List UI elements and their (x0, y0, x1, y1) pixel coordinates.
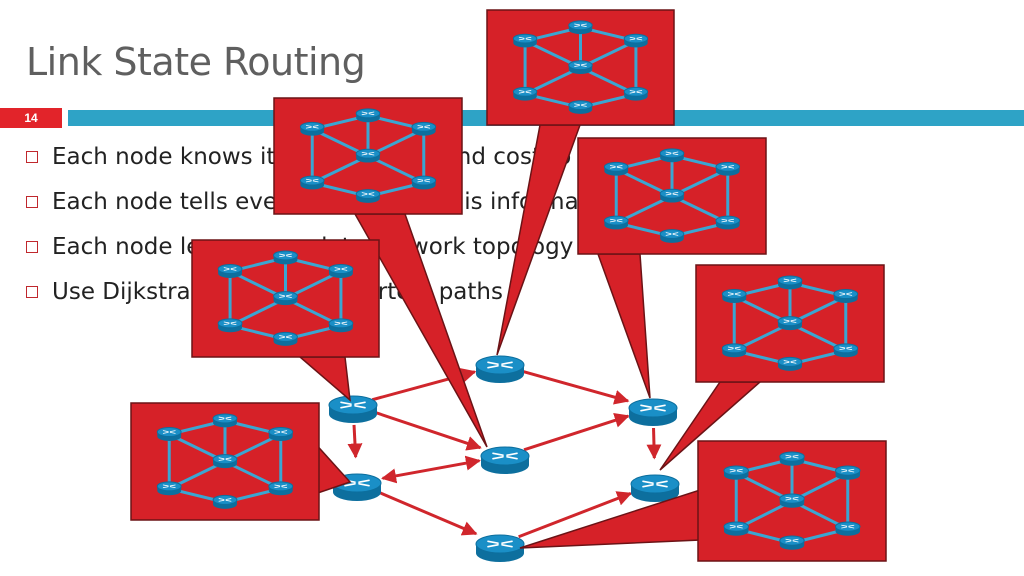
router-icon (835, 521, 861, 536)
slide-number: 14 (24, 111, 38, 125)
router-icon (212, 454, 238, 469)
router-icon (332, 473, 382, 501)
router-icon (723, 521, 749, 536)
router-icon (273, 331, 298, 346)
bullet-square-icon (26, 196, 38, 208)
router-icon (217, 318, 243, 333)
router-icon (268, 481, 294, 496)
network-link (518, 368, 630, 405)
topology-callout (130, 402, 352, 521)
router-icon (299, 175, 325, 190)
router-icon (475, 534, 525, 562)
topology-callouts (130, 9, 887, 562)
router-icon (779, 535, 805, 550)
topology-callout (659, 264, 885, 471)
router-icon (411, 175, 437, 190)
router-icon (212, 413, 238, 428)
router-icon (411, 121, 437, 136)
router-icon (623, 86, 649, 101)
router-icon (628, 398, 678, 426)
bullet-square-icon (26, 241, 38, 253)
topology-callout (519, 440, 887, 562)
router-icon (355, 108, 381, 123)
network-link (518, 491, 633, 539)
slide-title: Link State Routing (26, 40, 366, 84)
topology-callout (191, 239, 380, 402)
router-icon (568, 20, 593, 35)
router-icon (721, 343, 747, 358)
router-icon (328, 318, 354, 333)
bullet-square-icon (26, 286, 38, 298)
router-icon (721, 289, 747, 303)
router-icon (355, 148, 381, 163)
router-icon (603, 215, 629, 230)
bullet-square-icon (26, 151, 38, 163)
router-icon (273, 291, 298, 306)
router-icon (475, 355, 525, 383)
router-icon (723, 465, 749, 480)
router-icon (212, 494, 238, 509)
topology-callout (486, 9, 675, 356)
topology-callout (273, 97, 488, 448)
router-icon (268, 427, 294, 441)
router-icon (355, 189, 381, 203)
router-icon (156, 481, 182, 496)
network-link (523, 413, 630, 452)
router-icon (659, 188, 685, 203)
router-icon (328, 395, 378, 423)
router-icon (779, 493, 805, 508)
router-icon (777, 316, 803, 331)
slide-number-bar (0, 108, 62, 128)
router-icon (833, 343, 859, 358)
router-icon (273, 250, 298, 265)
router-icon (156, 427, 182, 441)
router-icon (779, 451, 805, 466)
network-link (374, 489, 478, 536)
router-icon (833, 289, 859, 303)
router-icon (568, 60, 593, 74)
network-link (381, 455, 481, 484)
router-icon (603, 161, 629, 176)
router-icon (715, 215, 741, 230)
network-link (646, 427, 662, 460)
network-link (347, 424, 363, 459)
router-icon (328, 264, 354, 278)
network-link (371, 409, 482, 451)
router-icon (480, 446, 530, 474)
topology-callout (577, 137, 767, 399)
router-icon (835, 465, 861, 480)
router-icon (512, 86, 538, 101)
router-icon (777, 275, 803, 290)
router-icon (630, 474, 680, 502)
router-icon (299, 121, 325, 136)
router-icon (217, 264, 243, 278)
router-icon (777, 356, 803, 371)
router-icon (659, 148, 685, 163)
router-icon (512, 33, 538, 48)
router-icon (715, 161, 741, 176)
router-icon (623, 33, 649, 48)
router-icon (659, 229, 685, 243)
network-routers (328, 355, 680, 562)
router-icon (568, 100, 593, 114)
